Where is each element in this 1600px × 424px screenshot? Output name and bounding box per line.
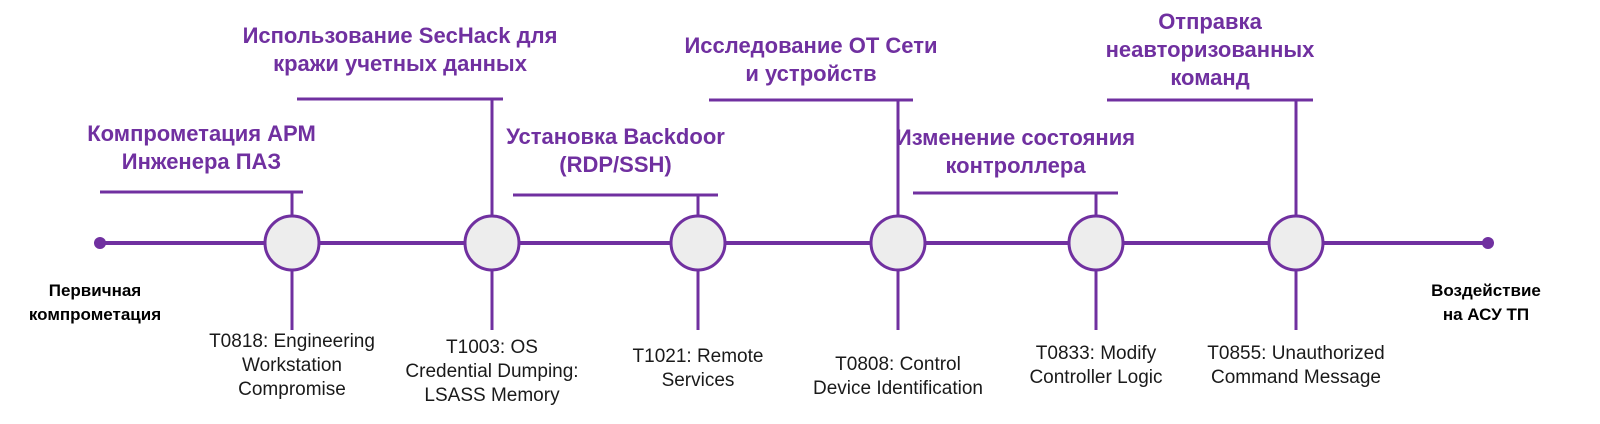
stage-6-title-line: неавторизованных	[1106, 37, 1316, 62]
stage-1-technique-line: Compromise	[238, 379, 346, 400]
stage-2-technique-line: T1003: OS	[446, 337, 538, 358]
stage-3-node	[669, 214, 727, 272]
stage-3-title: Установка Backdoor (RDP/SSH)	[506, 124, 725, 177]
stage-5-title-line: контроллера	[945, 153, 1086, 178]
stage-1-node	[263, 214, 321, 272]
start-label-line: Первичная	[49, 281, 141, 300]
stage-5-technique-line: T0833: Modify	[1036, 343, 1157, 364]
stage-1-title: Компрометация АРМ Инженера ПАЗ	[87, 121, 316, 174]
stage-4-title-line: и устройств	[745, 61, 876, 86]
stage-4-title: Исследование ОТ Сети и устройств	[684, 33, 937, 86]
start-label-line: компрометация	[29, 305, 161, 324]
stage-1-technique-line: T0818: Engineering	[209, 331, 375, 352]
stage-6-title-line: Отправка	[1158, 9, 1262, 34]
timeline-lines	[100, 97, 1488, 330]
stage-1-title-line: Инженера ПАЗ	[122, 149, 281, 174]
stage-3-technique-line: Services	[662, 370, 735, 391]
stage-4-node	[869, 214, 927, 272]
stage-2-technique: T1003: OS Credential Dumping: LSASS Memory	[405, 337, 578, 406]
stage-1-title-line: Компрометация АРМ	[87, 121, 316, 146]
stage-2-title-line: Использование SecHack для	[243, 23, 558, 48]
stage-2-title-line: кражи учетных данных	[273, 51, 528, 76]
stage-3-title-line: (RDP/SSH)	[559, 152, 671, 177]
stage-4-technique-line: T0808: Control	[835, 354, 961, 375]
stage-6-title: Отправка неавторизованных команд	[1106, 9, 1316, 90]
stage-6-technique-line: T0855: Unauthorized	[1207, 343, 1384, 364]
stage-2-node	[463, 214, 521, 272]
stage-4-title-line: Исследование ОТ Сети	[684, 33, 937, 58]
stage-5-node	[1067, 214, 1125, 272]
stage-5-title-line: Изменение состояния	[896, 125, 1135, 150]
stage-3-technique-line: T1021: Remote	[633, 346, 764, 367]
timeline-labels: Первичная компрометация Воздействие на АСУ …	[29, 9, 1541, 406]
timeline-nodes	[94, 214, 1494, 272]
stage-2-technique-line: LSASS Memory	[424, 385, 560, 406]
stage-5-title: Изменение состояния контроллера	[896, 125, 1135, 178]
stage-2-title: Использование SecHack для кражи учетных д…	[243, 23, 558, 76]
start-dot	[94, 237, 106, 249]
end-label: Воздействие на АСУ ТП	[1431, 281, 1541, 324]
start-label: Первичная компрометация	[29, 281, 161, 324]
stage-1-technique-line: Workstation	[242, 355, 342, 376]
stage-4-technique-line: Device Identification	[813, 378, 983, 399]
end-label-line: на АСУ ТП	[1443, 305, 1529, 324]
stage-6-node	[1267, 214, 1325, 272]
stage-6-technique-line: Command Message	[1211, 367, 1381, 388]
stage-2-technique-line: Credential Dumping:	[405, 361, 578, 382]
stage-5-technique-line: Controller Logic	[1029, 367, 1162, 388]
end-dot	[1482, 237, 1494, 249]
stage-3-title-line: Установка Backdoor	[506, 124, 725, 149]
stage-6-title-line: команд	[1170, 65, 1249, 90]
end-label-line: Воздействие	[1431, 281, 1541, 300]
